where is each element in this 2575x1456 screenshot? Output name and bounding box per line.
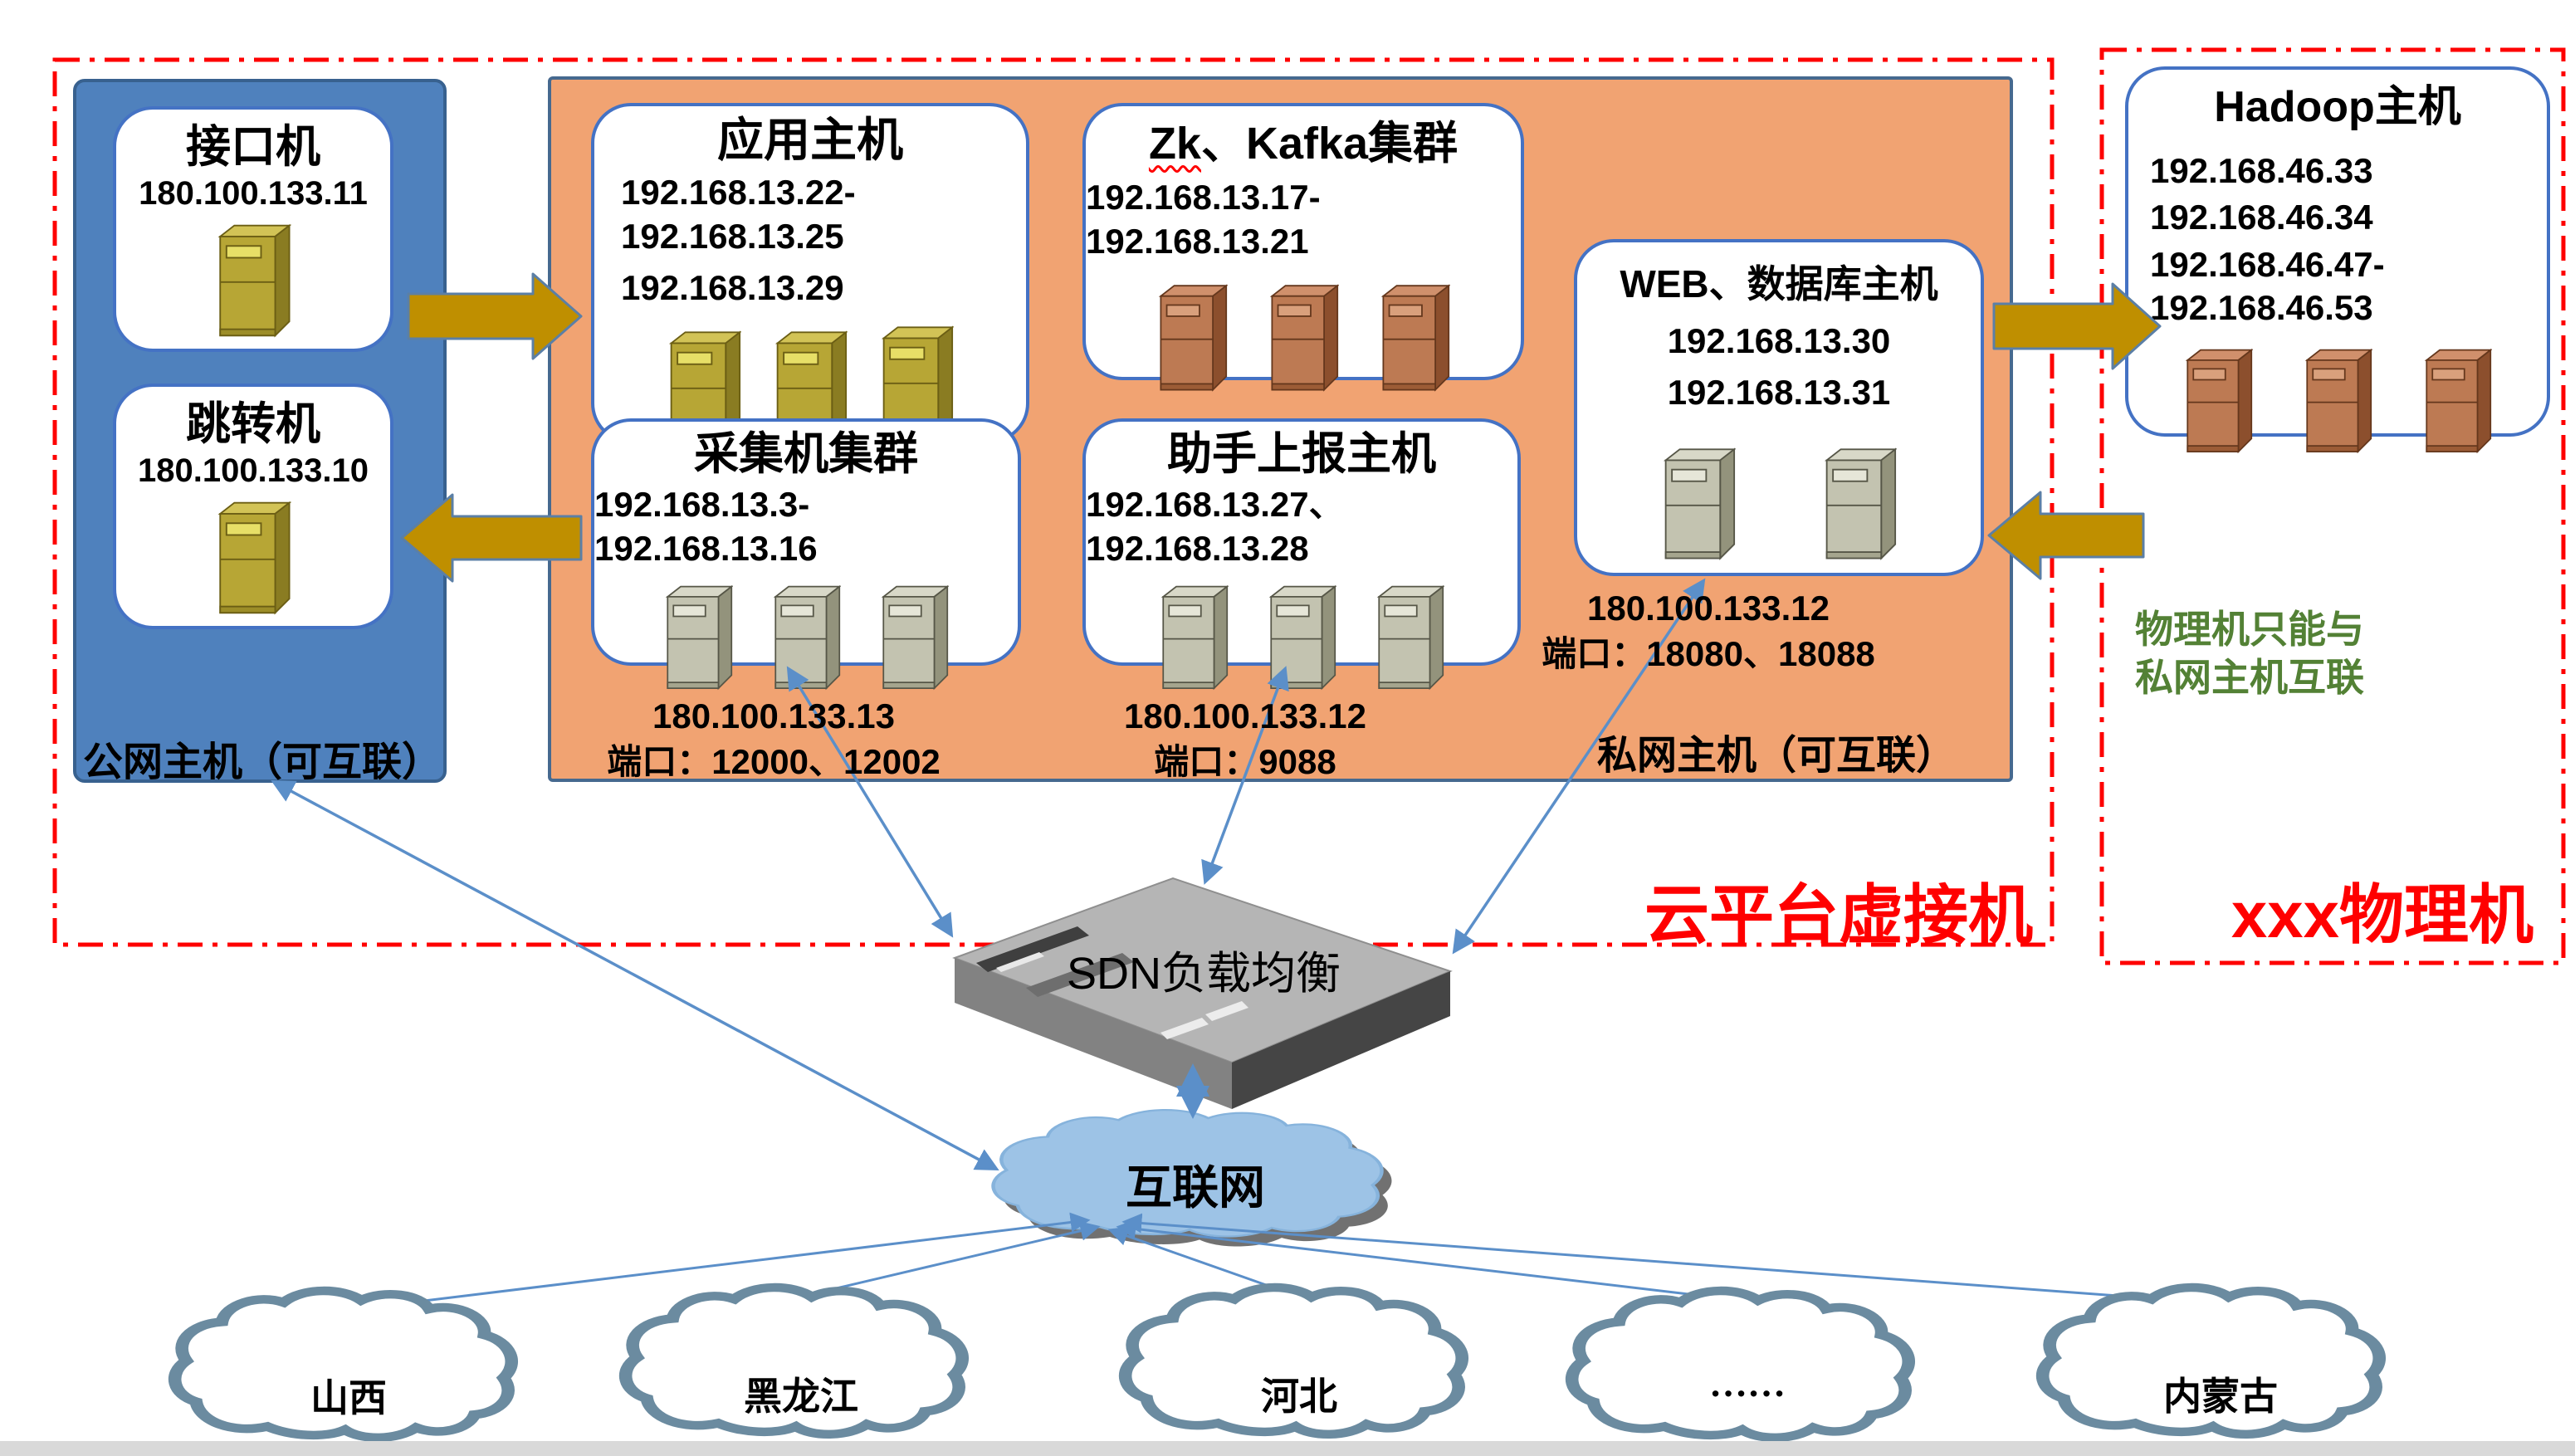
panel-title: Zk、Kafka集群 (1149, 118, 1458, 169)
server-row (663, 579, 949, 695)
server-icon (1268, 584, 1336, 691)
panel-jump-host: 跳转机 180.100.133.10 (113, 384, 393, 629)
server-icon (881, 584, 949, 691)
panel-ip-range: 192.168.13.17-192.168.13.21 (1086, 178, 1321, 261)
server-icon (2304, 348, 2372, 454)
server-row (1159, 579, 1444, 695)
panel-hadoop-host: Hadoop主机 192.168.46.33 192.168.46.34 192… (2125, 66, 2550, 454)
panel-ip: 180.100.133.10 (137, 452, 369, 490)
cloud-label-ellipsis: …… (1709, 1362, 1786, 1405)
web-public-ip: 180.100.133.12 (1587, 589, 1830, 628)
private-zone-label: 私网主机（可互联） (1596, 734, 1956, 778)
server-icon (1824, 447, 1897, 560)
link-internet-heilongjiang (800, 1220, 1101, 1298)
panel-title: Hadoop主机 (2214, 83, 2461, 131)
server-row (1156, 275, 1450, 399)
web-ports: 端口：18080、18088 (1542, 633, 1875, 673)
panel-ip: 192.168.46.33 (2150, 150, 2373, 190)
panel-title: WEB、数据库主机 (1620, 262, 1938, 305)
panel-web-database-host: WEB、数据库主机 192.168.13.30 192.168.13.31 (1574, 239, 1984, 576)
link-internet-shanxi (369, 1212, 1091, 1309)
server-icon (1663, 447, 1736, 560)
server-icon (2424, 348, 2492, 454)
panel-app-host: 应用主机 192.168.13.22-192.168.13.25 192.168… (591, 103, 1029, 443)
note-line-1: 物理机只能与 (2135, 608, 2364, 651)
panel-title-part1: Zk (1148, 119, 1201, 169)
server-icon (1158, 284, 1228, 392)
panel-ip: 192.168.13.30 (1667, 320, 1891, 360)
public-zone-label: 公网主机（可互联） (83, 740, 442, 784)
panel-ip-range: 192.168.13.3-192.168.13.16 (594, 485, 818, 568)
server-icon (217, 501, 292, 615)
collector-ports: 端口：12000、12002 (607, 741, 941, 781)
web-public-endpoint: 180.100.133.12 端口：18080、18088 (1526, 586, 1891, 677)
link-internet-ellipsis (1116, 1219, 1752, 1303)
note-line-2: 私网主机互联 (2135, 656, 2364, 699)
assistant-public-endpoint: 180.100.133.12 端口：9088 (1071, 694, 1419, 784)
link-internet-neimenggu (1121, 1213, 2219, 1305)
server-row (213, 498, 293, 616)
panel-title: 助手上报主机 (1167, 429, 1436, 479)
collector-public-ip: 180.100.133.13 (652, 696, 895, 735)
assistant-port: 端口：9088 (1154, 741, 1336, 781)
server-icon (1376, 584, 1444, 691)
panel-ip-range: 192.168.13.27、192.168.13.28 (1086, 485, 1344, 568)
server-icon (217, 223, 292, 338)
panel-collector-cluster: 采集机集群 192.168.13.3-192.168.13.16 (591, 418, 1021, 691)
panel-ip-range: 192.168.13.22-192.168.13.25 (621, 173, 856, 256)
window-edge-strip (0, 1441, 2575, 1456)
panel-ip: 192.168.13.31 (1667, 373, 1891, 413)
server-icon (1380, 284, 1450, 392)
server-icon (1160, 584, 1229, 691)
cloud-label-heilongjiang: 黑龙江 (744, 1375, 858, 1418)
province-links (369, 1212, 2219, 1309)
cloud-label-hebei: 河北 (1261, 1375, 1337, 1418)
link-public-internet (271, 780, 999, 1170)
server-icon (665, 584, 733, 691)
server-row (213, 221, 293, 339)
server-icon (773, 584, 841, 691)
panel-title: 采集机集群 (694, 429, 918, 479)
server-row (2183, 344, 2492, 457)
cloud-label-neimenggu: 内蒙古 (2163, 1375, 2278, 1418)
physical-region-label: xxx物理机 (2231, 878, 2534, 951)
server-icon (1269, 284, 1339, 392)
server-row (1661, 433, 1897, 573)
panel-title-part2: 、Kafka集群 (1200, 119, 1459, 169)
panel-title: 接口机 (186, 122, 320, 172)
panel-zk-kafka-cluster: Zk、Kafka集群 192.168.13.17-192.168.13.21 (1082, 103, 1524, 392)
server-icon (2185, 348, 2253, 454)
panel-title: 跳转机 (186, 399, 320, 449)
physical-connectivity-note: 物理机只能与 私网主机互联 (2135, 606, 2364, 701)
internet-label: 互联网 (1126, 1163, 1265, 1214)
assistant-public-ip: 180.100.133.12 (1124, 696, 1366, 735)
panel-ip: 180.100.133.11 (139, 175, 368, 213)
panel-ip: 192.168.13.29 (621, 268, 844, 308)
panel-interface-host: 接口机 180.100.133.11 (113, 106, 393, 352)
panel-ip: 192.168.46.34 (2150, 198, 2373, 237)
cloud-platform-region-label: 云平台虚接机 (1644, 878, 2033, 951)
panel-ip-range: 192.168.46.47-192.168.46.53 (2150, 244, 2385, 328)
link-internet-hebei (1107, 1226, 1300, 1298)
panel-title: 应用主机 (717, 115, 903, 167)
collector-public-endpoint: 180.100.133.13 端口：12000、12002 (591, 694, 956, 784)
panel-assistant-report-host: 助手上报主机 192.168.13.27、192.168.13.28 (1082, 418, 1521, 691)
sdn-label: SDN负载均衡 (1066, 949, 1341, 999)
cloud-label-shanxi: 山西 (310, 1377, 387, 1419)
